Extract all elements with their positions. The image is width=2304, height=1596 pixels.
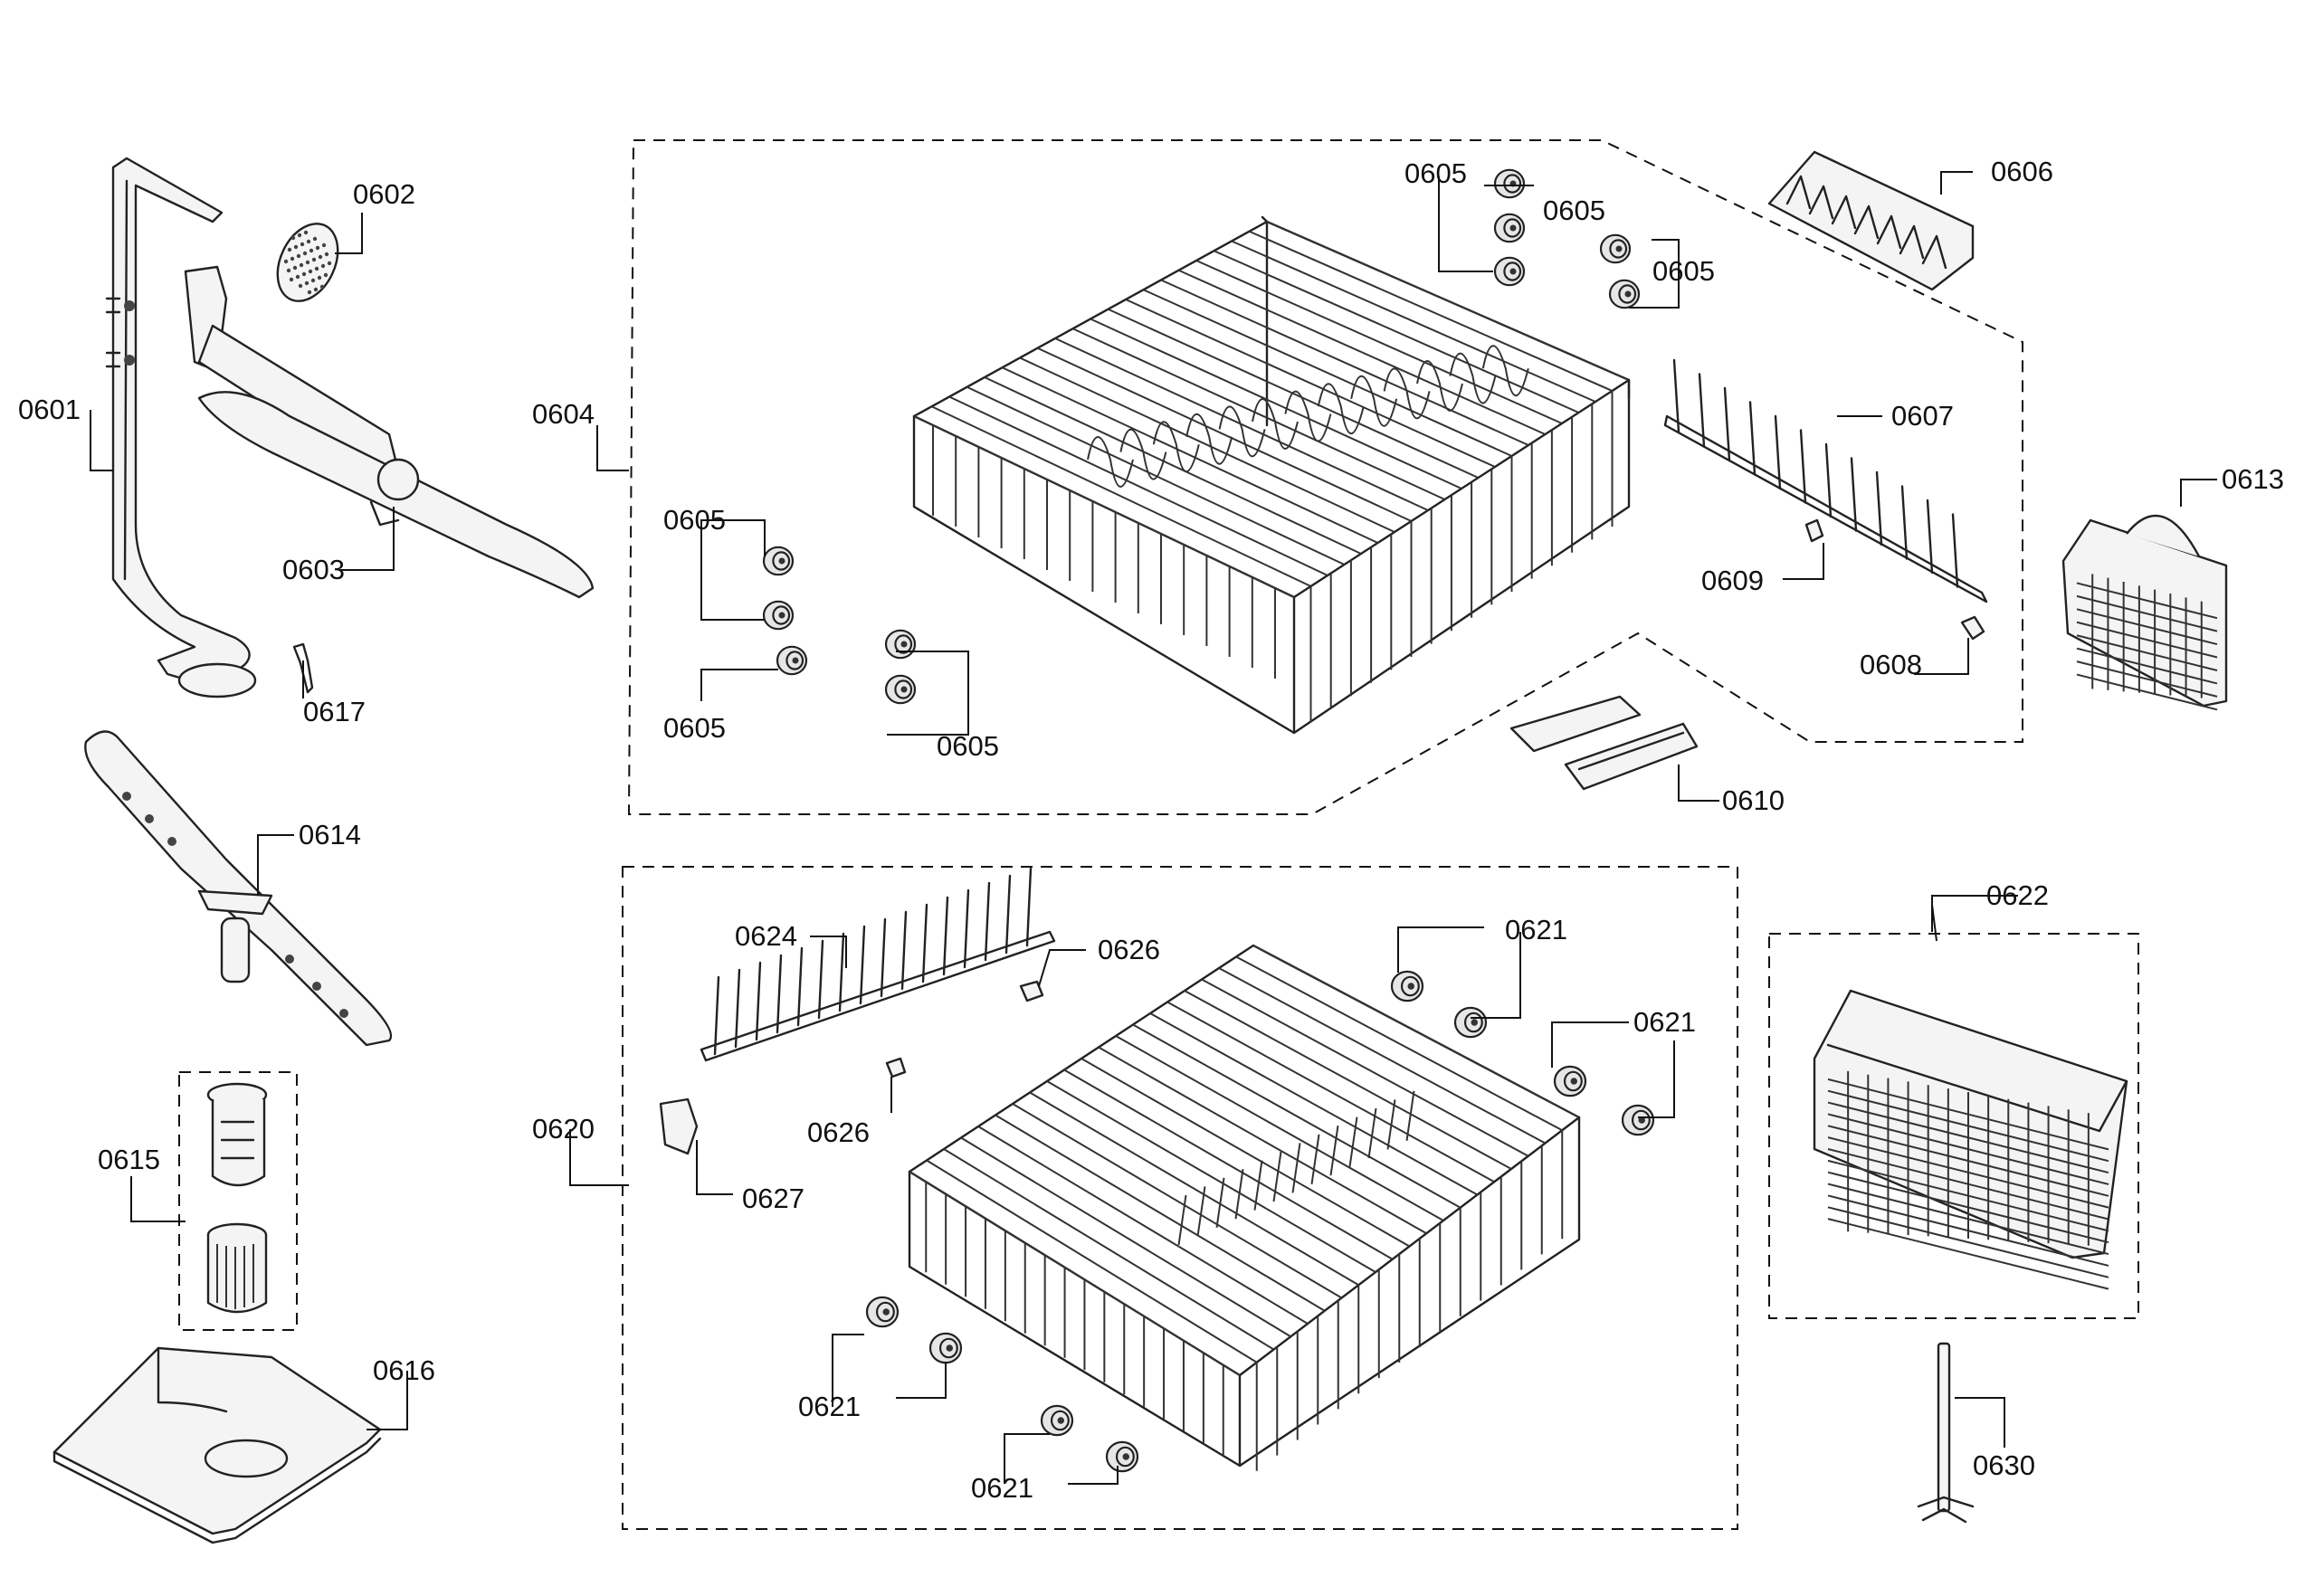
filter-group-outline xyxy=(178,1071,298,1331)
label-0622: 0622 xyxy=(1986,879,2049,911)
label-0610: 0610 xyxy=(1722,784,1785,816)
wheel-icon xyxy=(865,1296,900,1328)
label-0630: 0630 xyxy=(1973,1449,2035,1481)
label-0602: 0602 xyxy=(353,178,415,210)
wheel-icon xyxy=(1553,1065,1587,1097)
label-0605-upper-c: 0605 xyxy=(1652,255,1715,287)
upper-rack-wheels xyxy=(762,168,1641,705)
wheel-icon xyxy=(1621,1104,1655,1136)
wheel-icon xyxy=(928,1332,963,1364)
lower-tine-row-part xyxy=(700,867,1056,1062)
label-0615: 0615 xyxy=(98,1144,160,1175)
upper-rack-group-outline xyxy=(627,139,2023,815)
wheel-icon xyxy=(1608,279,1641,309)
small-cutlery-basket-part xyxy=(2061,514,2228,711)
label-0621-a: 0621 xyxy=(1505,914,1567,945)
wheel-icon xyxy=(1453,1006,1488,1039)
part-labels: 0601 0602 0603 0604 0605 0605 0605 0605 … xyxy=(18,156,2284,1504)
tine-row-part xyxy=(1663,358,1988,603)
wheel-icon xyxy=(776,645,808,676)
label-0601: 0601 xyxy=(18,394,81,425)
fine-filter-plate-part xyxy=(52,1346,382,1544)
label-0605-left-c: 0605 xyxy=(937,730,999,762)
wheel-icon xyxy=(1493,213,1526,243)
sprinkler-disc-part xyxy=(276,223,339,302)
clip-0608-part xyxy=(1960,615,1985,641)
upper-spray-arm-part xyxy=(184,265,595,599)
label-0606: 0606 xyxy=(1991,156,2053,187)
label-0621-b: 0621 xyxy=(1633,1006,1696,1038)
label-0605-left-a: 0605 xyxy=(663,504,726,536)
lower-rack-part xyxy=(908,944,1581,1471)
label-0605-upper-b: 0605 xyxy=(1543,195,1605,226)
label-0603: 0603 xyxy=(282,554,345,585)
lower-rack-group-outline xyxy=(622,866,1738,1530)
leader-lines xyxy=(90,171,2217,1485)
label-0621-d: 0621 xyxy=(971,1472,1033,1504)
label-0614: 0614 xyxy=(299,819,361,850)
lower-spray-arm-part xyxy=(84,730,393,1047)
cutlery-basket-part xyxy=(1813,989,2128,1290)
label-0624: 0624 xyxy=(735,920,797,952)
screw-part xyxy=(292,642,314,694)
label-0627: 0627 xyxy=(742,1183,804,1214)
microfilter-part xyxy=(206,1082,268,1314)
label-0626-a: 0626 xyxy=(1098,934,1160,965)
label-0621-c: 0621 xyxy=(798,1391,861,1422)
rack-stand-part xyxy=(1917,1342,1975,1524)
wheel-icon xyxy=(762,546,795,576)
lower-rack-wheels xyxy=(865,970,1655,1473)
label-0626-b: 0626 xyxy=(807,1116,870,1148)
label-0607: 0607 xyxy=(1891,400,1954,432)
label-0605-upper-a: 0605 xyxy=(1404,157,1467,189)
wheel-icon xyxy=(1599,233,1632,264)
wheel-icon xyxy=(762,600,795,631)
clip-0609-part xyxy=(1804,518,1824,543)
upper-rack-part xyxy=(912,215,1631,735)
wheel-icon xyxy=(1493,256,1526,287)
label-0604: 0604 xyxy=(532,398,595,430)
label-0605-left-b: 0605 xyxy=(663,712,726,744)
rack-handle-part xyxy=(1509,695,1699,791)
label-0609: 0609 xyxy=(1701,565,1764,596)
cutlery-basket-group-outline xyxy=(1768,933,2139,1319)
label-0617: 0617 xyxy=(303,696,366,727)
wheel-icon xyxy=(884,674,917,705)
clip-0626-parts xyxy=(885,980,1044,1078)
label-0620: 0620 xyxy=(532,1113,595,1145)
label-0613: 0613 xyxy=(2222,463,2284,495)
supply-tube-part xyxy=(105,157,257,698)
wheel-icon xyxy=(1105,1440,1139,1473)
wheel-icon xyxy=(1390,970,1424,1002)
cup-shelf-part xyxy=(1767,150,1975,291)
wheel-icon xyxy=(884,629,917,660)
wheel-icon xyxy=(1040,1404,1074,1437)
wheel-icon xyxy=(1493,168,1526,199)
hinge-0627-part xyxy=(659,1097,699,1155)
label-0616: 0616 xyxy=(373,1354,435,1386)
label-0608: 0608 xyxy=(1860,649,1922,680)
